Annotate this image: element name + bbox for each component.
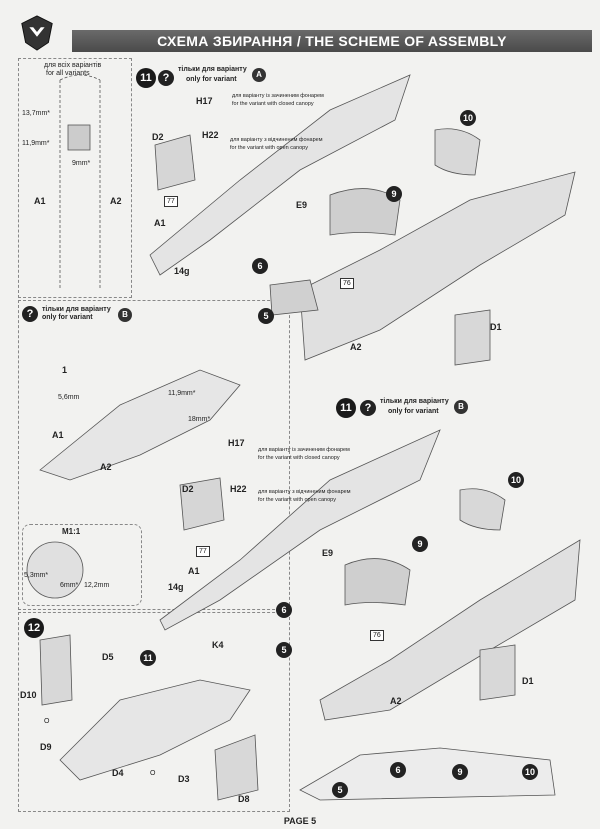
h17-en-b: for the variant with closed canopy [258,455,340,461]
part-h17-b: H17 [228,438,245,448]
part-a2-b: A2 [390,696,402,706]
panel-magnifier [22,524,142,606]
panel-mid-left [18,300,290,610]
only-en-mid: only for variant [42,314,93,321]
part-k4-b: K4 [212,640,224,650]
callout-6-a: 6 [252,258,268,274]
callout-5-br: 5 [332,782,348,798]
only-en-11b: only for variant [388,408,439,415]
logo-icon [21,15,53,51]
box-77-a: 77 [164,196,178,207]
glue-icon-2: O [150,770,156,777]
part-a2-top: A2 [110,196,122,206]
page-title: СХЕМА ЗБИРАННЯ / THE SCHEME OF ASSEMBLY [72,30,592,52]
question-icon-11a: ? [158,70,174,86]
part-d4: D4 [112,768,124,778]
part-a1-a: A1 [154,218,166,228]
only-ua-mid: тільки для варіанту [42,306,111,313]
box-77-b: 77 [196,546,210,557]
variant-badge-11b: B [454,400,468,414]
part-d1-a: D1 [490,322,502,332]
dim-2: 13,7mm* [22,110,51,117]
step-11a: 11 [136,68,156,88]
callout-5-b: 5 [276,642,292,658]
question-icon: ? [22,306,38,322]
dim-3: 9mm* [72,160,91,167]
step-12: 12 [24,618,44,638]
part-a1-top: A1 [34,196,46,206]
part-h22-a: H22 [202,130,219,140]
question-icon-11b: ? [360,400,376,416]
part-a1-mid: A1 [52,430,64,440]
callout-6-b: 6 [276,602,292,618]
h22-ua-b: для варіанту з відчиненим фонарем [258,489,351,495]
dim-1: 11,9mm* [22,140,50,147]
page-number: PAGE 5 [283,816,317,826]
variant-badge-11a: A [252,68,266,82]
callout-9-br: 9 [452,764,468,780]
panel-step12 [18,612,290,812]
box-76-a: 76 [340,278,354,289]
part-a2-mid: A2 [100,462,112,472]
only-ua-11b: тільки для варіанту [380,398,449,405]
part-d1-b: D1 [522,676,534,686]
callout-9-b: 9 [412,536,428,552]
weight-b: 14g [168,582,184,592]
dim-mid-2: 11,9mm* [168,390,196,397]
callout-10-a: 10 [460,110,476,126]
part-h22-b: H22 [230,484,247,494]
callout-10-b: 10 [508,472,524,488]
step-11b: 11 [336,398,356,418]
weight-a: 14g [174,266,190,276]
part-d2-a: D2 [152,132,164,142]
warn-number: 1 [62,365,68,375]
dim-mid-1: 5,6mm [58,394,80,401]
part-d5: D5 [102,652,114,662]
dim-mid-4: 5,3mm* [24,572,49,579]
callout-6-br: 6 [390,762,406,778]
for-all-en: for all variants [46,70,90,77]
page-header: СХЕМА ЗБИРАННЯ / THE SCHEME OF ASSEMBLY [14,26,592,52]
callout-9-a: 9 [386,186,402,202]
h17-en-a: for the variant with closed canopy [232,101,314,107]
h22-ua-a: для варіанту з відчиненим фонарем [230,137,323,143]
dim-mid-6: 12,2mm [84,582,110,589]
part-e9-b: E9 [322,548,334,558]
part-d9: D9 [40,742,52,752]
only-ua-11a: тільки для варіанту [178,66,247,73]
part-e9-a: E9 [296,200,308,210]
box-76-b: 76 [370,630,384,641]
glue-icon-1: O [44,718,50,725]
part-d3: D3 [178,774,190,784]
h17-ua-b: для варіанту із зачиненим фонарем [258,447,350,453]
scale-label: M1:1 [62,527,81,536]
part-a1-b: A1 [188,566,200,576]
part-h17-a: H17 [196,96,213,106]
h17-ua-a: для варіанту із зачиненим фонарем [232,93,324,99]
part-d2-b: D2 [182,484,194,494]
callout-11-sub: 11 [140,650,156,666]
part-d10: D10 [20,690,37,700]
variant-badge-mid: B [118,308,132,322]
only-en-11a: only for variant [186,76,237,83]
for-all-ua: для всіх варіантів [44,62,102,69]
panel-top-left [18,58,132,298]
dim-mid-5: 6mm* [60,582,79,589]
part-d8: D8 [238,794,250,804]
callout-5-a: 5 [258,308,274,324]
h22-en-b: for the variant with open canopy [258,497,336,503]
dim-mid-3: 18mm* [188,416,211,423]
part-a2-a: A2 [350,342,362,352]
h22-en-a: for the variant with open canopy [230,145,308,151]
callout-10-br: 10 [522,764,538,780]
